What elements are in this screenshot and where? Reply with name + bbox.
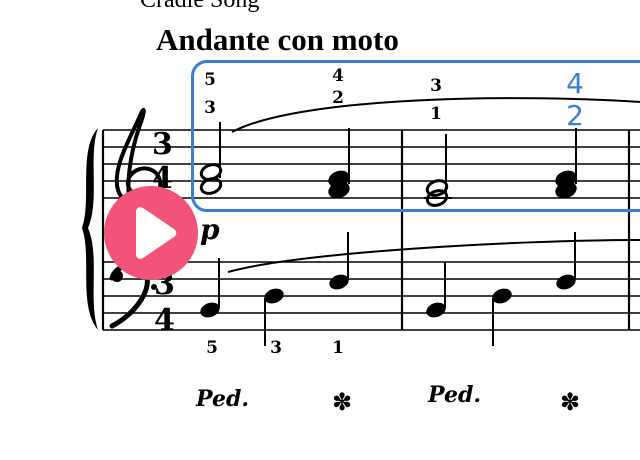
fingering-label: 3 xyxy=(430,76,442,96)
pedal-release-mark: ✽ xyxy=(560,388,581,416)
bass-fingering-label: 1 xyxy=(332,338,344,358)
fingering-label: 1 xyxy=(430,104,442,124)
selected-fingering-label[interactable]: 4 xyxy=(566,67,584,100)
bass-quarter-note xyxy=(200,258,220,318)
bass-staff xyxy=(103,261,640,331)
tempo-marking: Andante con moto xyxy=(156,22,399,57)
bass-quarter-note xyxy=(329,232,349,290)
selected-fingering-label[interactable]: 2 xyxy=(566,99,584,132)
bass-fingering-label: 3 xyxy=(270,338,282,358)
treble-half-chord xyxy=(199,122,223,195)
song-title: Cradle Song xyxy=(140,0,260,13)
fingering-label: 3 xyxy=(204,98,216,118)
fingering-label: 4 xyxy=(332,66,344,86)
treble-half-chord xyxy=(424,134,452,207)
bass-quarter-note xyxy=(264,288,284,346)
dynamic-marking: p xyxy=(200,213,220,246)
fingering-label: 2 xyxy=(332,88,344,108)
time-signature-bass: 4 xyxy=(154,303,175,338)
treble-quarter-chord xyxy=(328,128,350,199)
fingering-label: 5 xyxy=(204,70,216,90)
selection-highlight-box[interactable] xyxy=(191,60,640,212)
bass-quarter-note xyxy=(492,288,512,346)
play-icon xyxy=(136,207,177,259)
treble-quarter-chord xyxy=(555,128,577,199)
pedal-down-mark: Ped. xyxy=(428,382,481,408)
pedal-down-mark: Ped. xyxy=(196,386,249,412)
bass-fingering-label: 5 xyxy=(206,338,218,358)
pedal-release-mark: ✽ xyxy=(332,388,353,416)
bass-quarter-note xyxy=(426,262,446,318)
slur-bass xyxy=(227,239,640,273)
play-button[interactable] xyxy=(104,186,198,280)
slur-treble xyxy=(231,97,640,133)
grand-staff-brace xyxy=(82,128,98,330)
time-signature-treble: 3 xyxy=(152,127,173,162)
bass-quarter-note xyxy=(556,232,576,290)
